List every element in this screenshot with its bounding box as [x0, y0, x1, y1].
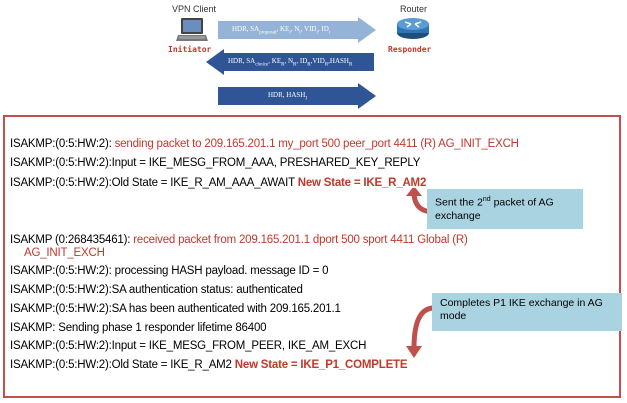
- callout-ag-second-packet: Sent the 2nd packet of AG exchange: [427, 189, 583, 229]
- router-label: Router: [400, 4, 428, 14]
- log-line-1: ISAKMP:(0:5:HW:2): sending packet to 209…: [10, 138, 519, 150]
- log-line-4: ISAKMP (0:268435461): received packet fr…: [10, 234, 468, 246]
- callout-arrow-2: [398, 302, 438, 362]
- log-line-8: ISAKMP: Sending phase 1 responder lifeti…: [10, 322, 267, 334]
- log-box: [3, 115, 621, 398]
- arrow2-text: HDR, SAchoice, KER, NR, IDR,VIDR,HASHR: [228, 57, 353, 68]
- log-line-6: ISAKMP:(0:5:HW:2):SA authentication stat…: [10, 284, 303, 296]
- log-line-3: ISAKMP:(0:5:HW:2):Old State = IKE_R_AM_A…: [10, 177, 427, 189]
- log-line-10: ISAKMP:(0:5:HW:2):Old State = IKE_R_AM2 …: [10, 359, 408, 371]
- arrow1-text: HDR, SAproposal, KEi, Ni, VIDi, IDi: [232, 25, 331, 36]
- callout-p1-complete: Completes P1 IKE exchange in AG mode: [432, 293, 622, 331]
- log-line-2: ISAKMP:(0:5:HW:2):Input = IKE_MESG_FROM_…: [10, 157, 421, 169]
- log-line-4-cont: AG_INIT_EXCH: [24, 247, 105, 259]
- initiator-label: Initiator: [168, 45, 212, 54]
- log-line-5: ISAKMP:(0:5:HW:2): processing HASH paylo…: [10, 265, 329, 277]
- arrow-initiator-to-responder-2: HDR, HASHI: [218, 83, 376, 109]
- router-icon: [395, 15, 431, 41]
- vpn-client-label: VPN Client: [172, 4, 217, 14]
- responder-label: Responder: [388, 45, 432, 54]
- log-line-7: ISAKMP:(0:5:HW:2):SA has been authentica…: [10, 303, 341, 315]
- arrow3-text: HDR, HASHI: [268, 91, 308, 102]
- arrow-initiator-to-responder-1: HDR, SAproposal, KEi, Ni, VIDi, IDi: [218, 17, 376, 43]
- laptop-icon: [176, 17, 208, 43]
- log-line-9: ISAKMP:(0:5:HW:2):Input = IKE_MESG_FROM_…: [10, 340, 367, 352]
- arrow-responder-to-initiator: HDR, SAchoice, KER, NR, IDR,VIDR,HASHR: [206, 49, 374, 75]
